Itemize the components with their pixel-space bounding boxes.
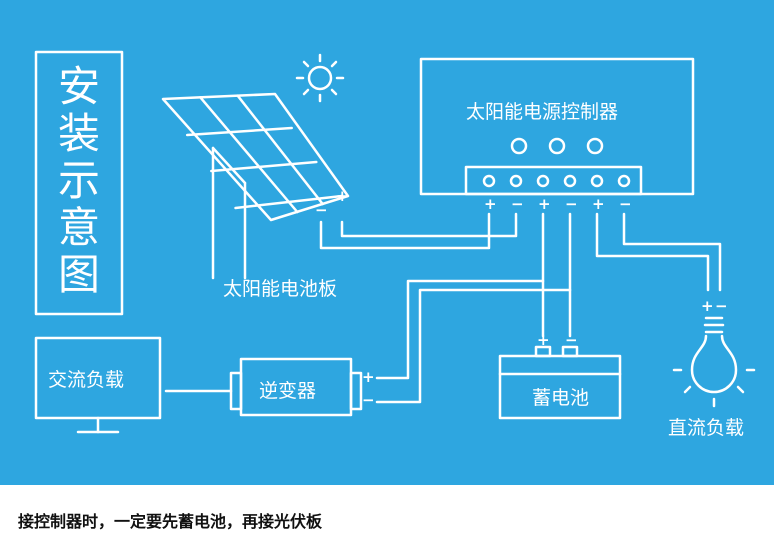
inverter-minus-sign: − [362, 391, 375, 409]
dc-load-label: 直流负载 [668, 417, 745, 439]
battery-plus-sign: + [537, 331, 550, 349]
controller-box [419, 57, 695, 196]
battery-label: 蓄电池 [532, 387, 590, 409]
wiring-diagram [34, 50, 756, 434]
title-char: 装 [57, 109, 100, 158]
controller-pv-plus: + [484, 195, 497, 213]
wires [164, 212, 722, 404]
solar-panel-label: 太阳能电池板 [223, 278, 338, 300]
controller-pv-minus: − [511, 195, 524, 213]
panel-plus-sign: + [336, 187, 349, 205]
title-char: 意 [57, 203, 100, 252]
battery-minus-sign: − [565, 331, 578, 349]
bulb-plus-sign: + [701, 297, 714, 315]
title-frame [34, 50, 124, 316]
ac-load-label: 交流负载 [48, 369, 125, 391]
panel-minus-sign: − [315, 201, 328, 219]
controller-load-plus: + [592, 195, 605, 213]
controller-battery-minus: − [565, 195, 578, 213]
monitor-icon [34, 336, 162, 434]
caption-note: 接控制器时，一定要先蓄电池，再接光伏板 [18, 512, 323, 531]
controller-label: 太阳能电源控制器 [466, 101, 619, 123]
controller-load-minus: − [619, 195, 632, 213]
inverter-label: 逆变器 [259, 380, 317, 402]
battery-icon [498, 345, 622, 420]
solar-panel-icon [161, 92, 350, 280]
bulb-icon [672, 316, 756, 408]
diagram-panel: 安 装 示 意 图 太阳能电源控制器 太阳能电池板 交流负载 逆变器 蓄电池 直… [0, 0, 774, 485]
title-char: 安 [57, 62, 100, 111]
inverter-plus-sign: + [362, 368, 375, 386]
controller-battery-plus: + [538, 195, 551, 213]
bulb-minus-sign: − [715, 297, 728, 315]
sun-icon [295, 53, 345, 103]
title-char: 示 [57, 156, 100, 205]
inverter-box [229, 357, 363, 417]
title-char: 图 [57, 250, 100, 299]
